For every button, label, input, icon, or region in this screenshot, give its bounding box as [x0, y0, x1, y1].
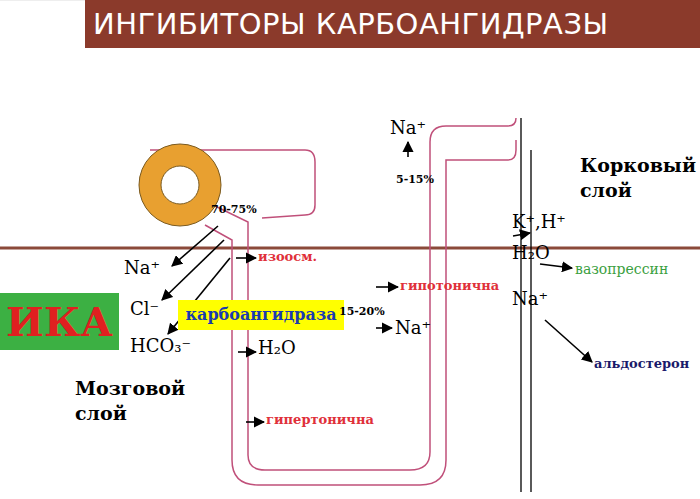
percent-label: 5-15% — [396, 174, 434, 186]
node-text: карбоангидраза — [186, 306, 337, 324]
glomerulus — [139, 144, 221, 226]
cortex-medulla-border — [0, 247, 700, 250]
percent-label: 70-75% — [211, 204, 257, 216]
node-text: ИКА — [6, 300, 113, 344]
ion-label: HCO₃⁻ — [130, 336, 191, 356]
percent-label: 15-20% — [339, 306, 385, 318]
ion-label: H₂O — [258, 338, 296, 358]
flow-arrows — [162, 142, 592, 422]
osmolarity-note: гипертонична — [266, 413, 374, 427]
ion-label: H₂O — [512, 243, 550, 263]
title-band: ИНГИБИТОРЫ КАРБОАНГИДРАЗЫ — [85, 0, 700, 48]
ion-label: K⁺,H⁺ — [512, 212, 566, 232]
enzyme-box: карбоангидраза — [178, 300, 344, 330]
osmolarity-note: изоосм. — [258, 250, 317, 264]
osmolarity-note: гипотонична — [400, 279, 499, 293]
slide-title: ИНГИБИТОРЫ КАРБОАНГИДРАЗЫ — [85, 0, 700, 48]
hormone-label: альдостерон — [594, 357, 689, 371]
ion-label: Cl⁻ — [130, 299, 159, 319]
drug-class-box: ИКА — [0, 293, 119, 350]
ion-label: Na⁺ — [512, 289, 548, 309]
ion-label: Na⁺ — [395, 318, 431, 338]
ion-label: Na⁺ — [124, 258, 160, 278]
hormone-label: вазопрессин — [575, 262, 668, 277]
title-rule — [0, 0, 85, 1]
tubule-outline — [150, 118, 516, 485]
zone-label: Мозговой слой — [75, 376, 190, 425]
ion-label: Na⁺ — [390, 118, 426, 138]
zone-label: Корковый слой — [580, 153, 695, 202]
